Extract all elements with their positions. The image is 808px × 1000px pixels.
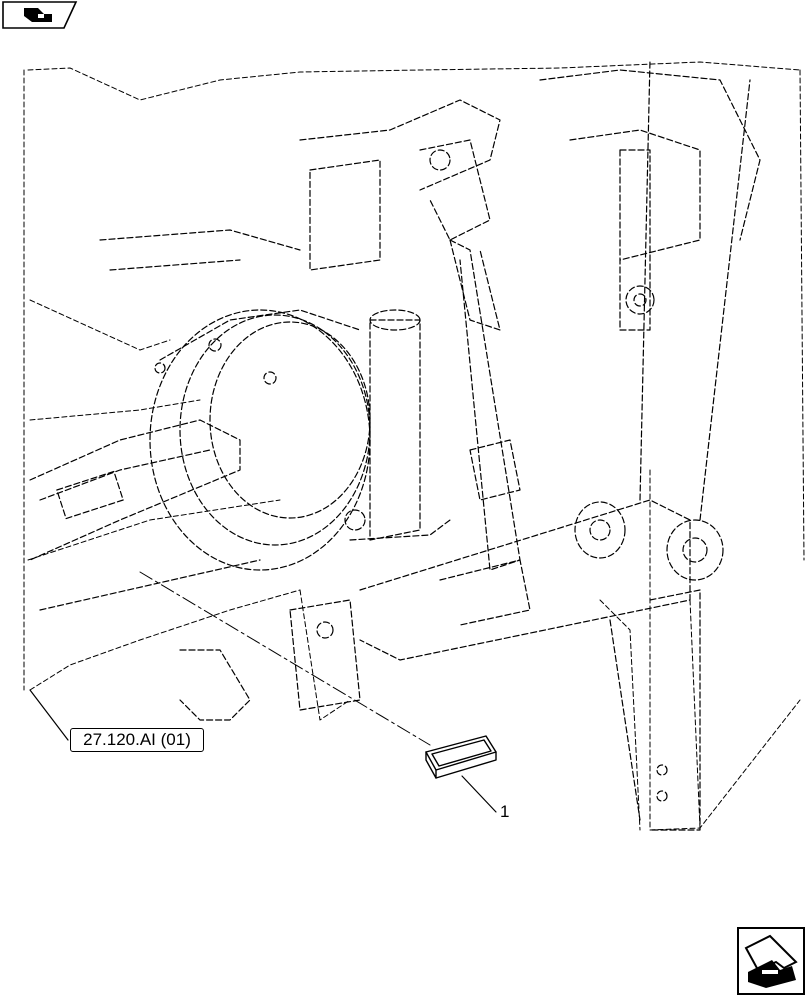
assembly-line [139,571,431,746]
upper-linkage [99,69,761,331]
leader-line-ref [29,689,69,741]
back-navigation-tab[interactable] [0,0,78,30]
mounting-bracket [179,599,361,721]
leader-line-1 [461,775,497,813]
part-1-reflector [425,735,497,779]
callout-number-1: 1 [500,802,510,821]
rear-hub-disc [149,309,371,571]
forward-navigation-button[interactable] [736,926,806,996]
lift-arm [359,59,751,661]
lower-link-right [609,589,701,831]
hand-pointing-left-icon [24,8,52,22]
reference-section-label[interactable]: 27.120.AI (01) [70,728,204,752]
axle-housing [29,419,261,611]
phantom-context-outline [23,61,805,831]
hand-pointing-right-icon [744,934,798,988]
lift-cylinder [344,309,451,541]
